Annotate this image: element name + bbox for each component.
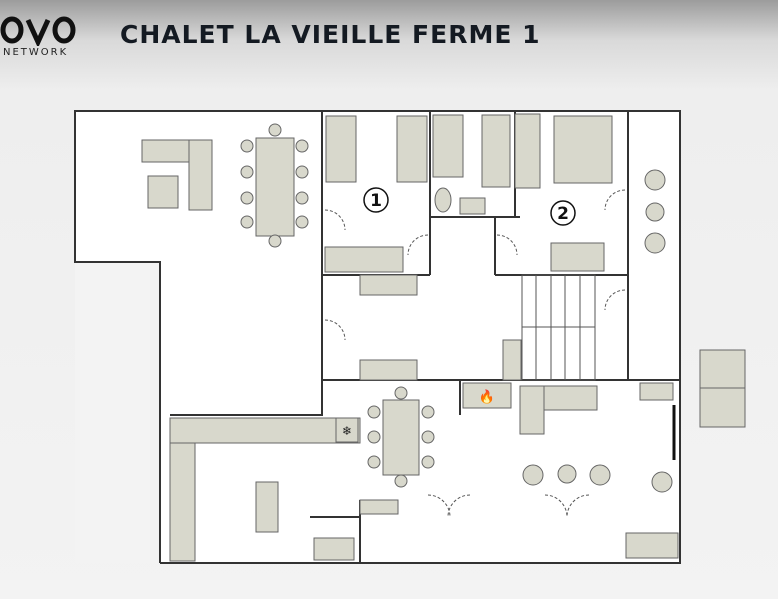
- fireplace: [462, 382, 512, 409]
- kitchen: ❄: [169, 417, 399, 562]
- living-area-furniture: [141, 123, 309, 248]
- cabinet: [313, 537, 355, 561]
- double-bed: [553, 115, 613, 184]
- sofa: [550, 242, 605, 272]
- lower-living-area: 🔥: [367, 349, 746, 559]
- page-title: CHALET LA VIEILLE FERME 1: [120, 20, 541, 49]
- snowflake-icon: ❄: [342, 424, 352, 438]
- sofa: [625, 532, 679, 559]
- bathtub: [481, 114, 511, 188]
- freezer: [335, 417, 359, 443]
- wardrobe: [514, 113, 541, 189]
- dining-table: [255, 137, 295, 237]
- wardrobe: [359, 274, 418, 296]
- fire-icon: 🔥: [479, 389, 495, 405]
- bathroom: [432, 114, 511, 215]
- room-number-1: 1: [370, 191, 382, 211]
- bedroom-2: 2: [496, 113, 666, 381]
- logo-text: NETWORK: [3, 47, 69, 58]
- cabinet: [359, 499, 399, 515]
- brand-logo: [0, 16, 76, 46]
- counter: [169, 417, 361, 444]
- cabinet: [639, 382, 674, 401]
- bedroom-1: 1: [324, 115, 429, 381]
- sink: [459, 197, 486, 215]
- staircase: [521, 274, 596, 381]
- bed: [396, 115, 428, 183]
- kitchen-island: [255, 481, 279, 533]
- bed: [325, 115, 357, 183]
- shower: [432, 114, 464, 178]
- counter: [169, 442, 196, 562]
- coffee-table: [147, 175, 179, 209]
- toilet: [434, 187, 452, 213]
- cabinet: [502, 339, 522, 381]
- wardrobe: [359, 359, 418, 381]
- room-number-2: 2: [557, 204, 569, 224]
- dining-table: [382, 399, 420, 476]
- wardrobe: [324, 246, 404, 273]
